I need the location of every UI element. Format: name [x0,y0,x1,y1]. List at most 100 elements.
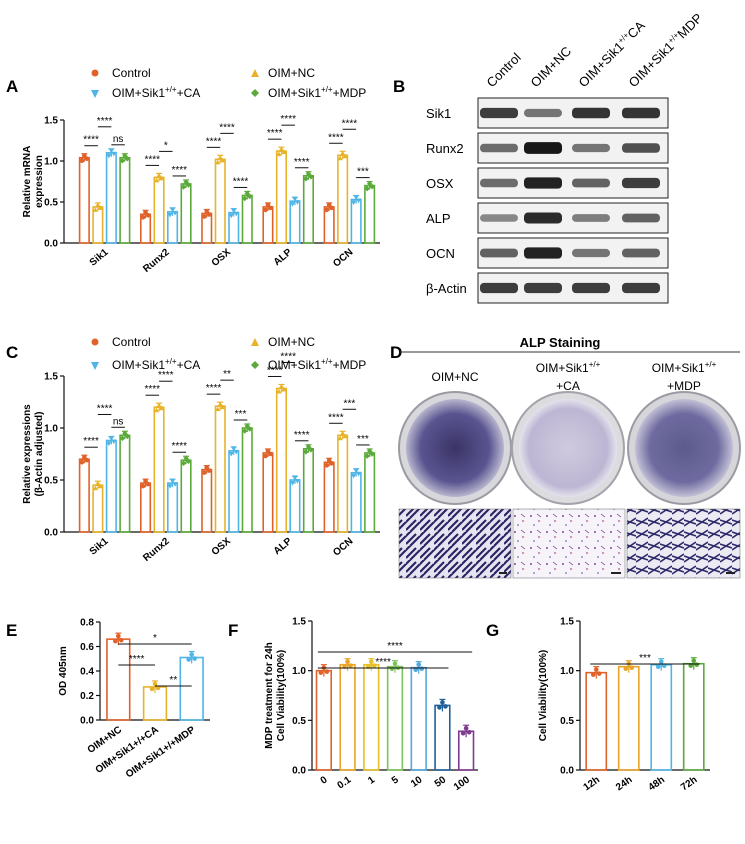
x-tick-label: 48h [647,774,667,793]
significance-label: **** [97,116,113,127]
significance-label: **** [387,641,403,652]
data-point [172,482,178,487]
significance-label: **** [172,165,188,176]
data-point [247,193,253,200]
significance-label: * [164,140,168,151]
data-point [95,202,101,207]
data-point [281,149,287,155]
significance-label: **** [294,157,310,168]
data-point [593,667,599,672]
bar [364,452,376,533]
alp-group-label-nc: OIM+NC [431,370,478,384]
data-point [324,669,330,674]
data-point [392,661,398,666]
x-tick-label: 24h [614,774,634,793]
y-axis-label: Relative mRNAexpression [22,146,45,218]
blot-band [524,142,562,154]
legend-label-oim-nc: OIM+NC [268,335,315,349]
data-point [263,207,268,213]
blot-row-label: Sik1 [426,106,451,121]
x-tick-label: 12h [582,774,602,793]
x-tick-label: ALP [272,247,295,268]
data-point [276,151,282,157]
data-point [108,436,114,442]
blot-row-label: Runx2 [426,141,464,156]
data-point [318,670,324,675]
data-point [119,637,124,643]
y-axis-label-line: expression [34,155,45,208]
data-point [342,153,348,159]
data-point [217,401,223,407]
data-point [278,146,285,152]
y-tick-label: 0.5 [292,716,306,727]
data-point [228,213,234,219]
data-point [97,483,103,489]
data-point [189,652,194,657]
panel-label-d: D [390,343,402,362]
significance-label: **** [83,436,99,447]
blot-band [524,212,562,224]
data-point [324,207,329,213]
data-point [145,481,151,487]
bar [339,663,356,771]
y-axis-label-line: MDP treatment for 24h [264,642,275,749]
bar [350,471,362,533]
data-point [92,207,98,212]
data-point [145,213,151,218]
data-point [289,481,296,486]
bar [302,447,315,533]
data-point [348,663,353,669]
data-point [340,150,346,156]
panel-label-e: E [6,621,17,640]
well-image-oim-nc [398,391,512,505]
lane-label: OIM+NC [528,44,575,91]
blot-band [480,107,518,119]
data-point [192,656,197,661]
bar [275,387,288,533]
significance-label: **** [83,135,99,146]
bar [119,156,131,244]
significance-label: **** [206,383,222,394]
panel-label-b: B [393,77,405,96]
legend-c: Control OIM+NC OIM+Sik1+/++CA OIM+Sik1+/… [91,335,366,372]
significance-label: *** [235,409,247,420]
blot-band [622,177,660,189]
data-point [220,404,226,410]
data-point [158,175,165,181]
significance-label: **** [375,657,391,668]
y-tick-label: 1.0 [292,666,306,677]
y-axis-label: OD 405nm [58,646,69,696]
blot-band [622,143,660,153]
x-tick-label: Sik1 [88,536,111,558]
y-axis-label-line: (β-Actin adjusted) [34,412,45,497]
y-tick-label: 1.0 [44,157,58,168]
bar [386,665,404,771]
y-tick-label: 0.0 [44,528,58,539]
significance-label: **** [206,136,222,147]
data-point [305,170,312,177]
data-point [413,667,419,672]
lane-label-part: OIM+Sik1 [576,39,627,90]
data-point [106,153,112,159]
significance-label: ** [169,675,177,686]
bar [337,434,349,533]
significance-label: **** [97,403,113,414]
lane-label: Control [484,50,524,90]
legend-label-oim-mdp: OIM+Sik1+/++MDP [268,85,366,100]
data-point [167,484,173,489]
bar [364,184,376,244]
data-point [95,480,101,486]
data-point [172,210,178,216]
blot-row-label: OSX [426,176,454,191]
blot-band [572,282,610,294]
data-point [342,433,348,439]
data-point [437,705,442,710]
bar [241,427,253,533]
y-tick-label: 0.2 [80,691,94,702]
data-point [369,451,375,457]
significance-label: *** [357,167,369,178]
legend-marker-oim-mdp [251,361,259,369]
x-tick-label: 72h [679,774,699,793]
